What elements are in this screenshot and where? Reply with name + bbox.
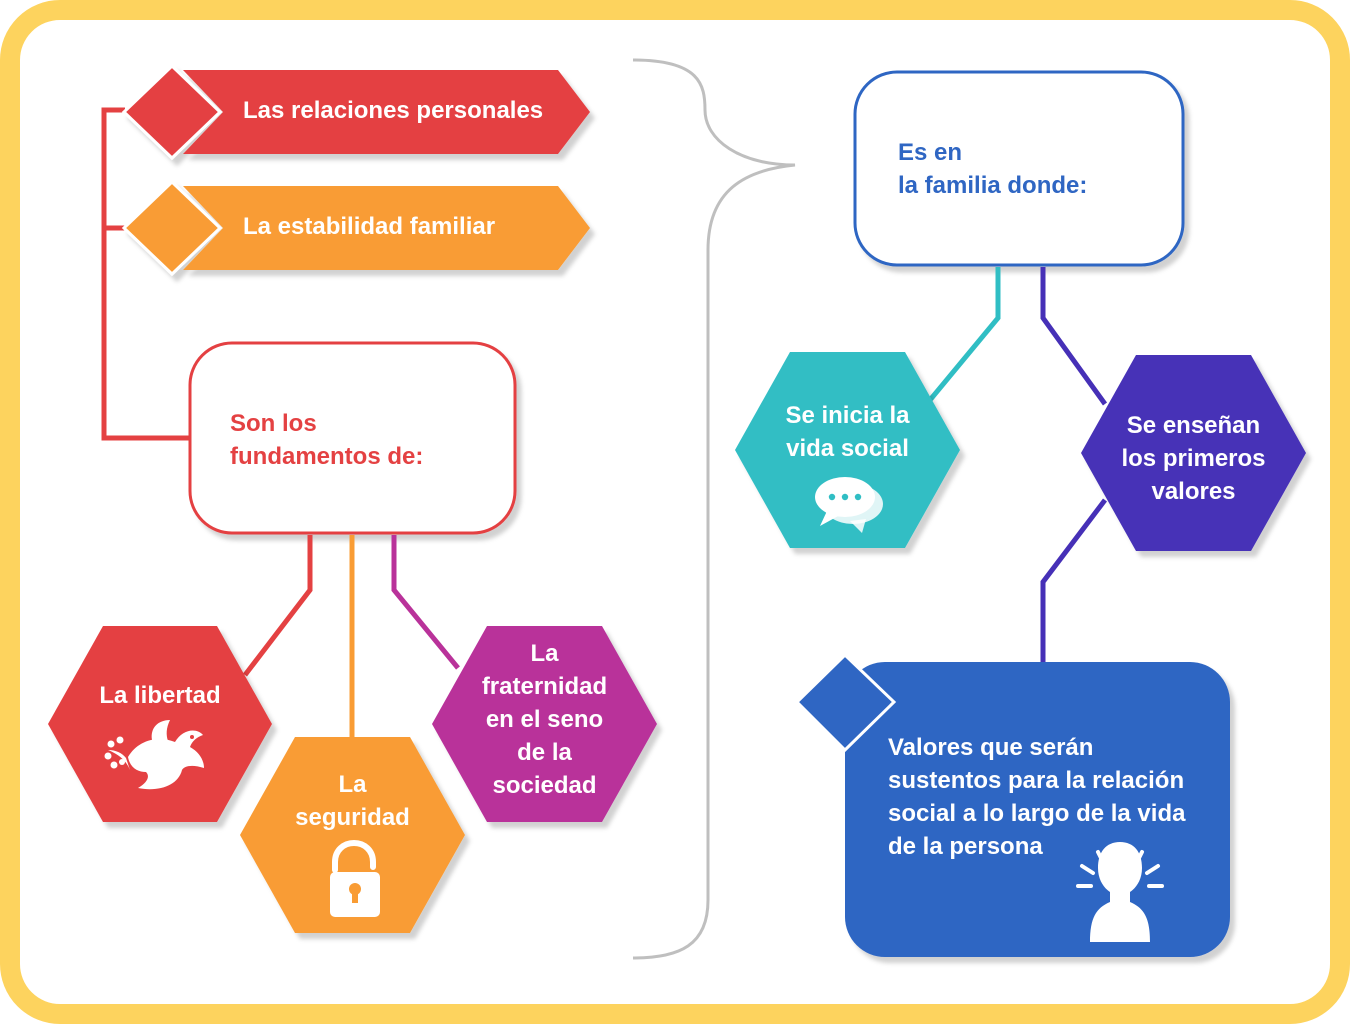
curly-bracket [632,58,796,960]
connector-vida-social [928,267,1001,402]
hex-vida-social-label: Se inicia la vida social [785,402,910,462]
banner-estabilidad-label: La estabilidad familiar [243,213,496,240]
hex-fraternidad [432,626,657,822]
familia-label: Es en la familia donde: [898,139,1088,199]
person-idea-icon [1076,842,1164,942]
banner-relaciones-label: Las relaciones personales [243,97,544,124]
left-tree-connector [101,107,190,441]
connector-libertad [243,535,313,677]
dove-icon [104,720,204,790]
hex-primeros-valores [1081,355,1306,551]
speech-bubbles-icon [815,477,883,533]
connector-valores [1040,267,1108,406]
banner-estabilidad-shape [121,179,590,277]
banner-relaciones-shape [121,63,590,161]
connector-valores-box [1040,498,1107,665]
padlock-icon [330,839,380,917]
hex-seguridad-label: La seguridad [295,771,410,831]
hex-primeros-valores-label: Se enseñan los primeros valores [1121,412,1266,505]
connector-fraternidad [391,535,460,670]
hex-seguridad [240,737,465,933]
fundamentos-box [188,341,517,535]
fundamentos-label: Son los fundamentos de: [230,410,424,470]
hex-fraternidad-label: La fraternidad en el seno de la sociedad [481,640,608,799]
hex-libertad-label: La libertad [99,682,221,709]
valores-diamond [794,652,897,753]
familia-box [853,70,1185,267]
valores-label: Valores que serán sustentos para la rela… [888,734,1186,860]
hex-vida-social [735,352,960,548]
